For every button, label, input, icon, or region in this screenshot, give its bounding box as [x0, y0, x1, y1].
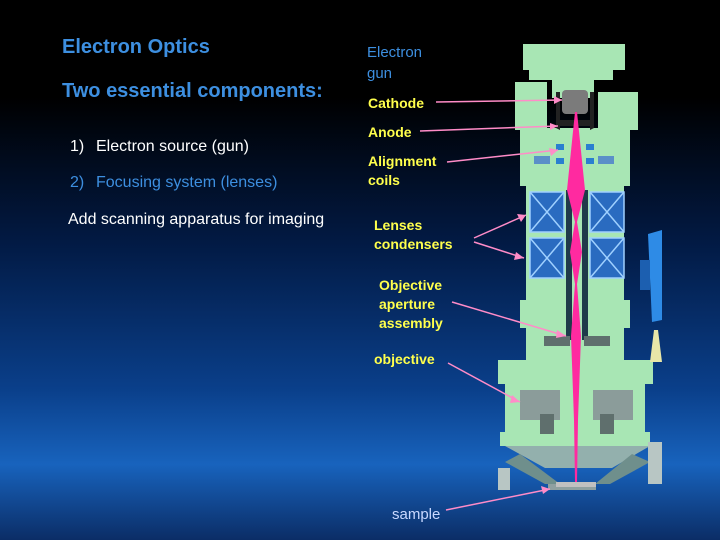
alignment-coils — [534, 144, 614, 164]
objective-cone — [498, 442, 662, 490]
sample-stage — [556, 482, 596, 487]
label-cathode: Cathode — [368, 95, 424, 111]
objective-lens-blocks — [520, 390, 633, 434]
scanning-note: Add scanning apparatus for imaging — [68, 211, 325, 228]
condenser-coil — [529, 191, 625, 279]
list-item-text: Focusing system (lenses) — [96, 174, 278, 191]
label-anode: Anode — [368, 124, 412, 140]
electron-beam — [567, 112, 585, 482]
list-item-electron-source: 1) Electron source (gun) — [70, 138, 249, 156]
label-alignment-coils: Alignment coils — [368, 153, 437, 188]
slide-subtitle: Two essential components: — [62, 80, 323, 102]
label-objective-aperture: Objective aperture assembly — [379, 277, 443, 331]
condenser-lenses — [529, 190, 625, 340]
label-lenses-condensers: Lenses condensers — [374, 217, 453, 252]
label-electron-gun: Electron gun — [367, 44, 423, 82]
label-objective: objective — [374, 351, 435, 367]
leader-arrowheads — [510, 96, 566, 494]
list-number: 1) — [70, 138, 85, 155]
list-item-text: Electron source (gun) — [96, 138, 249, 155]
objective-aperture — [544, 336, 610, 346]
slide-title: Electron Optics — [62, 36, 210, 58]
list-item-focusing-system: 2) Focusing system (lenses) — [70, 174, 277, 192]
side-detector — [640, 230, 662, 362]
list-number: 2) — [70, 174, 85, 191]
label-sample: sample — [392, 506, 441, 523]
